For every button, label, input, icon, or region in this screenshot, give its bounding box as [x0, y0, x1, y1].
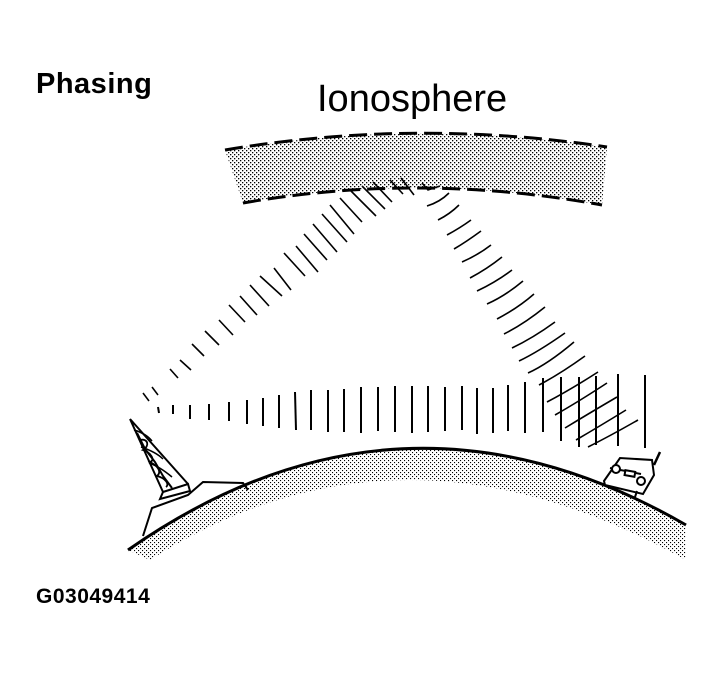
diagram-title: Phasing	[36, 68, 153, 100]
sky-wave-down	[421, 182, 639, 448]
ionosphere-label: Ionosphere	[317, 78, 508, 120]
ionosphere-band	[224, 131, 608, 207]
ground-wave	[157, 374, 646, 448]
earth-surface	[127, 446, 687, 560]
figure-id: G03049414	[36, 585, 151, 608]
car-receiver-icon	[602, 451, 662, 498]
sky-wave-up	[142, 177, 415, 402]
transmitter-tower-icon	[129, 418, 249, 537]
